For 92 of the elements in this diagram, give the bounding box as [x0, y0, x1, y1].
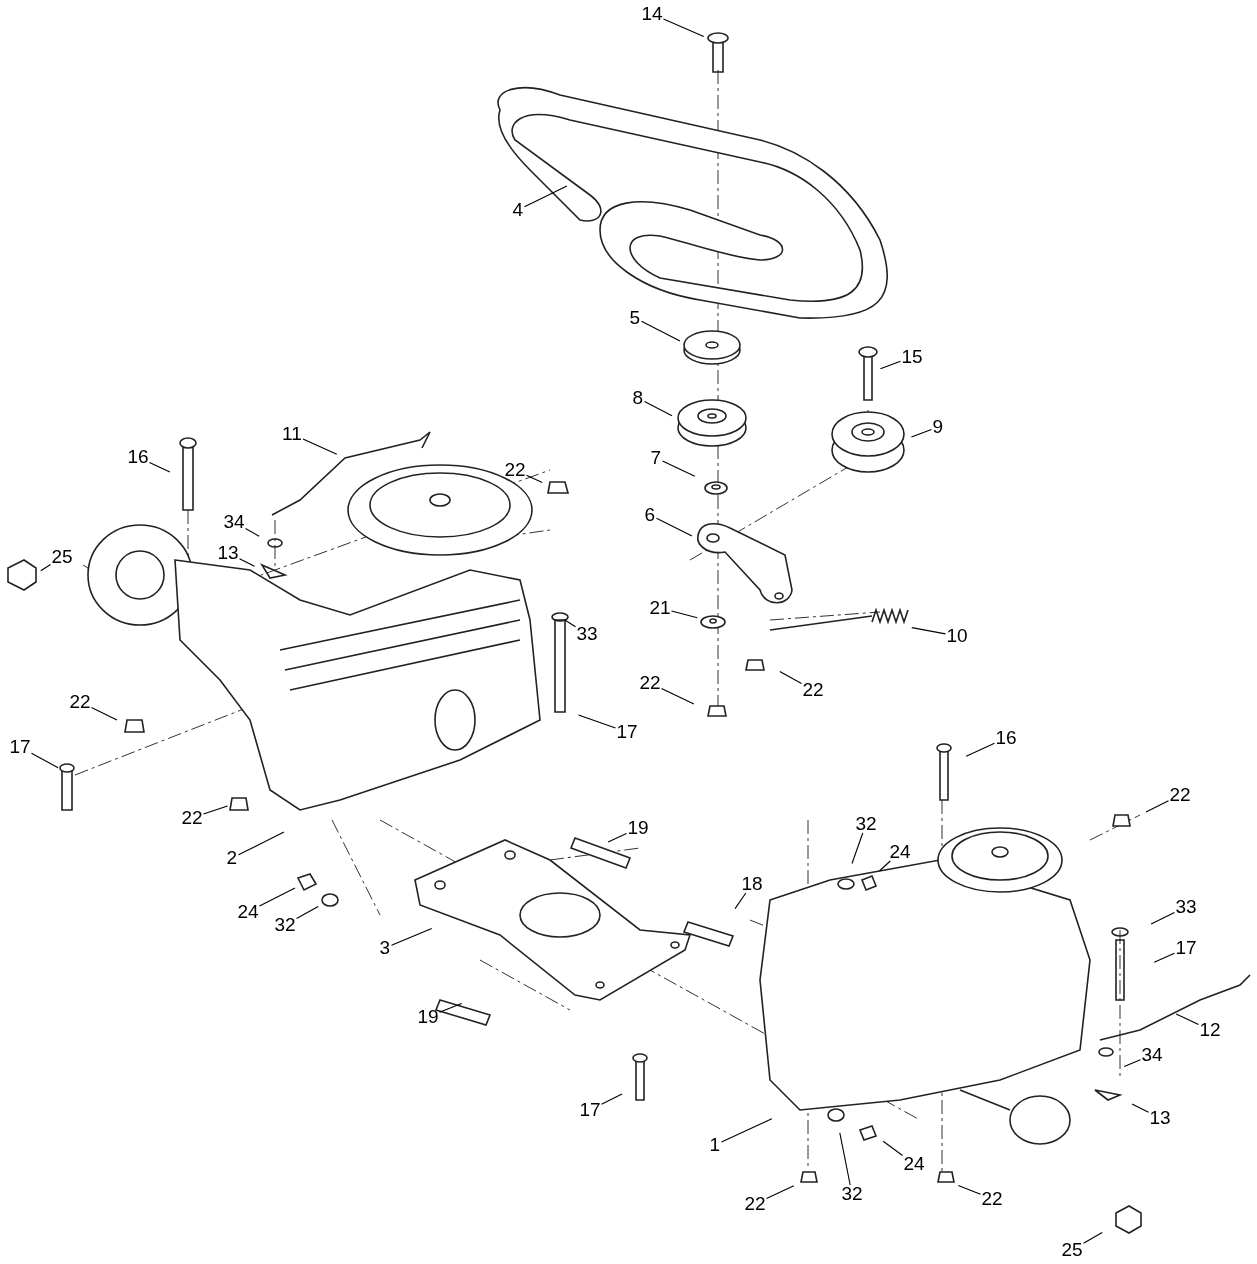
leader-line [640, 320, 681, 342]
callout-number: 10 [946, 625, 968, 647]
callout-number: 22 [181, 807, 203, 829]
callout-number: 8 [632, 387, 644, 409]
callout-number: 16 [127, 446, 149, 468]
leader-line [734, 892, 747, 910]
leader-line [302, 438, 338, 455]
callout-number: 3 [379, 937, 391, 959]
callout-number: 21 [649, 597, 671, 619]
leader-line [237, 831, 285, 856]
leader-line [957, 1184, 982, 1195]
callout-number: 17 [579, 1099, 601, 1121]
callout-number: 22 [1169, 784, 1191, 806]
leader-line [878, 860, 891, 872]
leader-line [40, 563, 52, 572]
leader-line [839, 1132, 851, 1186]
leader-line [1145, 800, 1170, 813]
leader-line [564, 619, 577, 628]
callout-number: 33 [1175, 896, 1197, 918]
callout-number: 9 [932, 416, 944, 438]
callout-number: 4 [512, 199, 524, 221]
leader-line [607, 832, 628, 843]
callout-number: 33 [576, 623, 598, 645]
leader-line [643, 400, 673, 417]
leader-line [779, 670, 803, 685]
leader-line [655, 517, 693, 537]
callout-number: 6 [644, 504, 656, 526]
leader-line [600, 1093, 623, 1105]
leader-line [258, 887, 296, 907]
leader-line [662, 18, 705, 37]
leader-line [295, 905, 319, 920]
callout-number: 13 [217, 542, 239, 564]
callout-number: 22 [981, 1188, 1003, 1210]
leader-line [851, 832, 864, 865]
leader-line [1123, 1059, 1142, 1068]
callout-number: 17 [616, 721, 638, 743]
callout-number: 19 [627, 817, 649, 839]
callout-number: 17 [9, 736, 31, 758]
leader-line [1150, 912, 1176, 925]
leader-line [661, 460, 696, 477]
callout-number: 25 [51, 546, 73, 568]
callout-number: 18 [741, 873, 763, 895]
leader-line [525, 474, 543, 483]
leader-line [90, 707, 118, 721]
leader-line [30, 752, 59, 769]
leader-line [577, 714, 617, 729]
leader-line [910, 428, 933, 438]
callout-number: 22 [504, 459, 526, 481]
callout-number: 24 [889, 841, 911, 863]
leader-line [1131, 1103, 1150, 1113]
callout-number: 11 [282, 423, 302, 445]
leader-line [438, 1002, 463, 1013]
leader-line [202, 805, 229, 815]
callout-number: 19 [417, 1006, 439, 1028]
leader-line [1082, 1231, 1103, 1244]
callout-number: 15 [901, 346, 923, 368]
callout-number: 16 [995, 727, 1017, 749]
leader-line [882, 1140, 904, 1157]
leader-line [523, 185, 568, 208]
callout-number: 32 [841, 1183, 863, 1205]
leader-line [390, 927, 433, 946]
callout-number: 22 [802, 679, 824, 701]
callout-number: 12 [1199, 1019, 1221, 1041]
callout-number: 34 [1141, 1044, 1163, 1066]
callout-number: 2 [226, 847, 238, 869]
leader-line [879, 360, 902, 370]
leader-line [1153, 952, 1176, 963]
leader-line [965, 742, 996, 757]
callout-number: 13 [1149, 1107, 1171, 1129]
callout-number: 32 [855, 813, 877, 835]
callout-number: 22 [744, 1193, 766, 1215]
callout-number: 14 [641, 3, 663, 25]
callout-number: 24 [237, 901, 259, 923]
callout-number: 32 [274, 914, 296, 936]
callout-number: 22 [639, 672, 661, 694]
callout-number: 1 [709, 1134, 721, 1156]
callout-number: 25 [1061, 1239, 1083, 1261]
leader-line [660, 687, 695, 705]
callout-number: 24 [903, 1153, 925, 1175]
leader-line [720, 1118, 773, 1143]
leader-line [765, 1185, 795, 1200]
callout-number: 34 [223, 511, 245, 533]
leader-line [670, 610, 698, 619]
callout-number: 5 [629, 307, 641, 329]
leader-line [238, 558, 256, 567]
leader-line [1175, 1013, 1200, 1026]
leader-line [148, 461, 171, 473]
leader-line [244, 527, 260, 537]
callout-number: 7 [650, 447, 662, 469]
callout-number: 17 [1175, 937, 1197, 959]
leader-line [911, 627, 947, 635]
callout-number: 22 [69, 691, 91, 713]
